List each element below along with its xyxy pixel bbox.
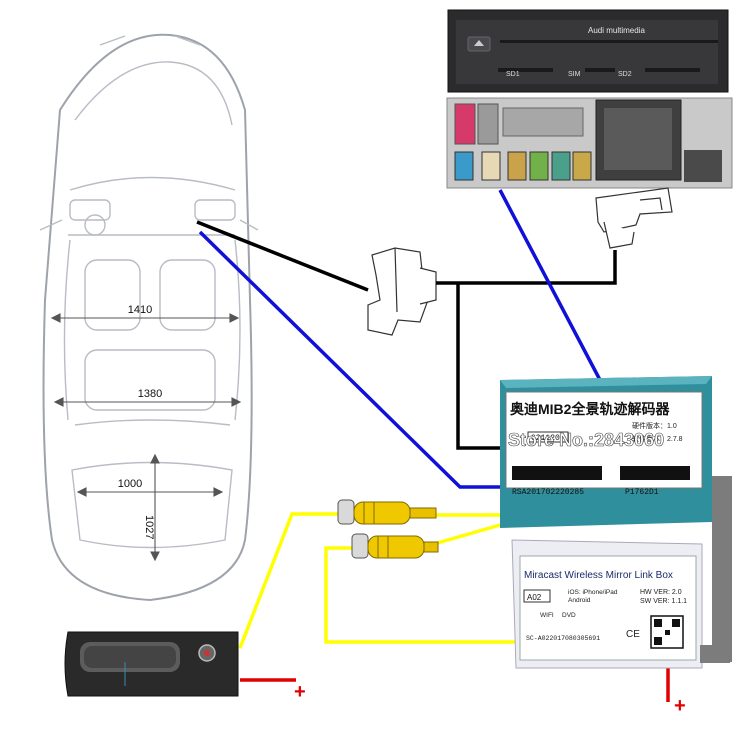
miracast-box bbox=[511, 539, 703, 669]
t-harness-connector bbox=[367, 247, 437, 336]
rca-plug-top bbox=[337, 499, 437, 525]
wifi-antenna bbox=[712, 476, 732, 662]
miracast-android: Android bbox=[568, 597, 591, 604]
miracast-model: A02 bbox=[527, 593, 542, 602]
head-unit: Audi multimedia SD1 SIM SD2 bbox=[446, 9, 733, 189]
decoder-sticker: C21120 bbox=[531, 434, 560, 443]
decoder-watermark: Store No.:2843060 bbox=[508, 430, 664, 450]
red-power-wires bbox=[240, 668, 670, 702]
yellow-video-wires bbox=[238, 512, 520, 649]
miracast-serial: SC-A022017080305691 bbox=[526, 635, 600, 642]
decoder-title: 奥迪MIB2全景轨迹解码器 bbox=[510, 401, 670, 417]
miracast-dvd: DVD bbox=[562, 612, 576, 619]
quadlock-connector bbox=[595, 187, 673, 249]
miracast-ce-mark: CE bbox=[626, 629, 640, 640]
decoder-serial: RSA201702220285 bbox=[512, 488, 584, 497]
dimension-trunk-width: 1000 bbox=[118, 478, 142, 490]
car-dimensions bbox=[50, 313, 242, 562]
head-unit-brand: Audi multimedia bbox=[588, 26, 645, 35]
dimension-front-width: 1410 bbox=[128, 304, 152, 316]
fakra-connectors bbox=[454, 151, 592, 181]
decoder-sw-version: 软件版本：2.7.8 bbox=[632, 434, 683, 443]
decoder-part-number: P1762D1 bbox=[625, 488, 659, 497]
miracast-sw-ver: SW VER: 1.1.1 bbox=[640, 598, 687, 605]
slot-sd1-label: SD1 bbox=[506, 71, 520, 78]
dimension-trunk-length: 1027 bbox=[143, 515, 155, 539]
black-harness-wires bbox=[196, 220, 617, 450]
miracast-title: Miracast Wireless Mirror Link Box bbox=[524, 570, 673, 581]
blue-lvds-wires bbox=[198, 189, 602, 489]
car-top-view bbox=[39, 33, 259, 602]
rca-plug-bottom bbox=[351, 533, 439, 559]
box-power-plus: + bbox=[674, 695, 686, 717]
eject-icon bbox=[474, 40, 484, 46]
miracast-hw-ver: HW VER: 2.0 bbox=[640, 589, 682, 596]
mib2-decoder-box bbox=[500, 376, 712, 528]
rear-camera-handle bbox=[64, 631, 239, 697]
slot-sim-label: SIM bbox=[568, 71, 581, 78]
decoder-hw-version: 硬件版本：1.0 bbox=[632, 421, 677, 430]
camera-power-plus: + bbox=[294, 681, 306, 703]
slot-sd2-label: SD2 bbox=[618, 71, 632, 78]
dimension-rear-width: 1380 bbox=[138, 388, 162, 400]
miracast-ios: iOS: iPhone/iPad bbox=[568, 589, 618, 596]
miracast-wifi: WIFI bbox=[540, 612, 554, 619]
